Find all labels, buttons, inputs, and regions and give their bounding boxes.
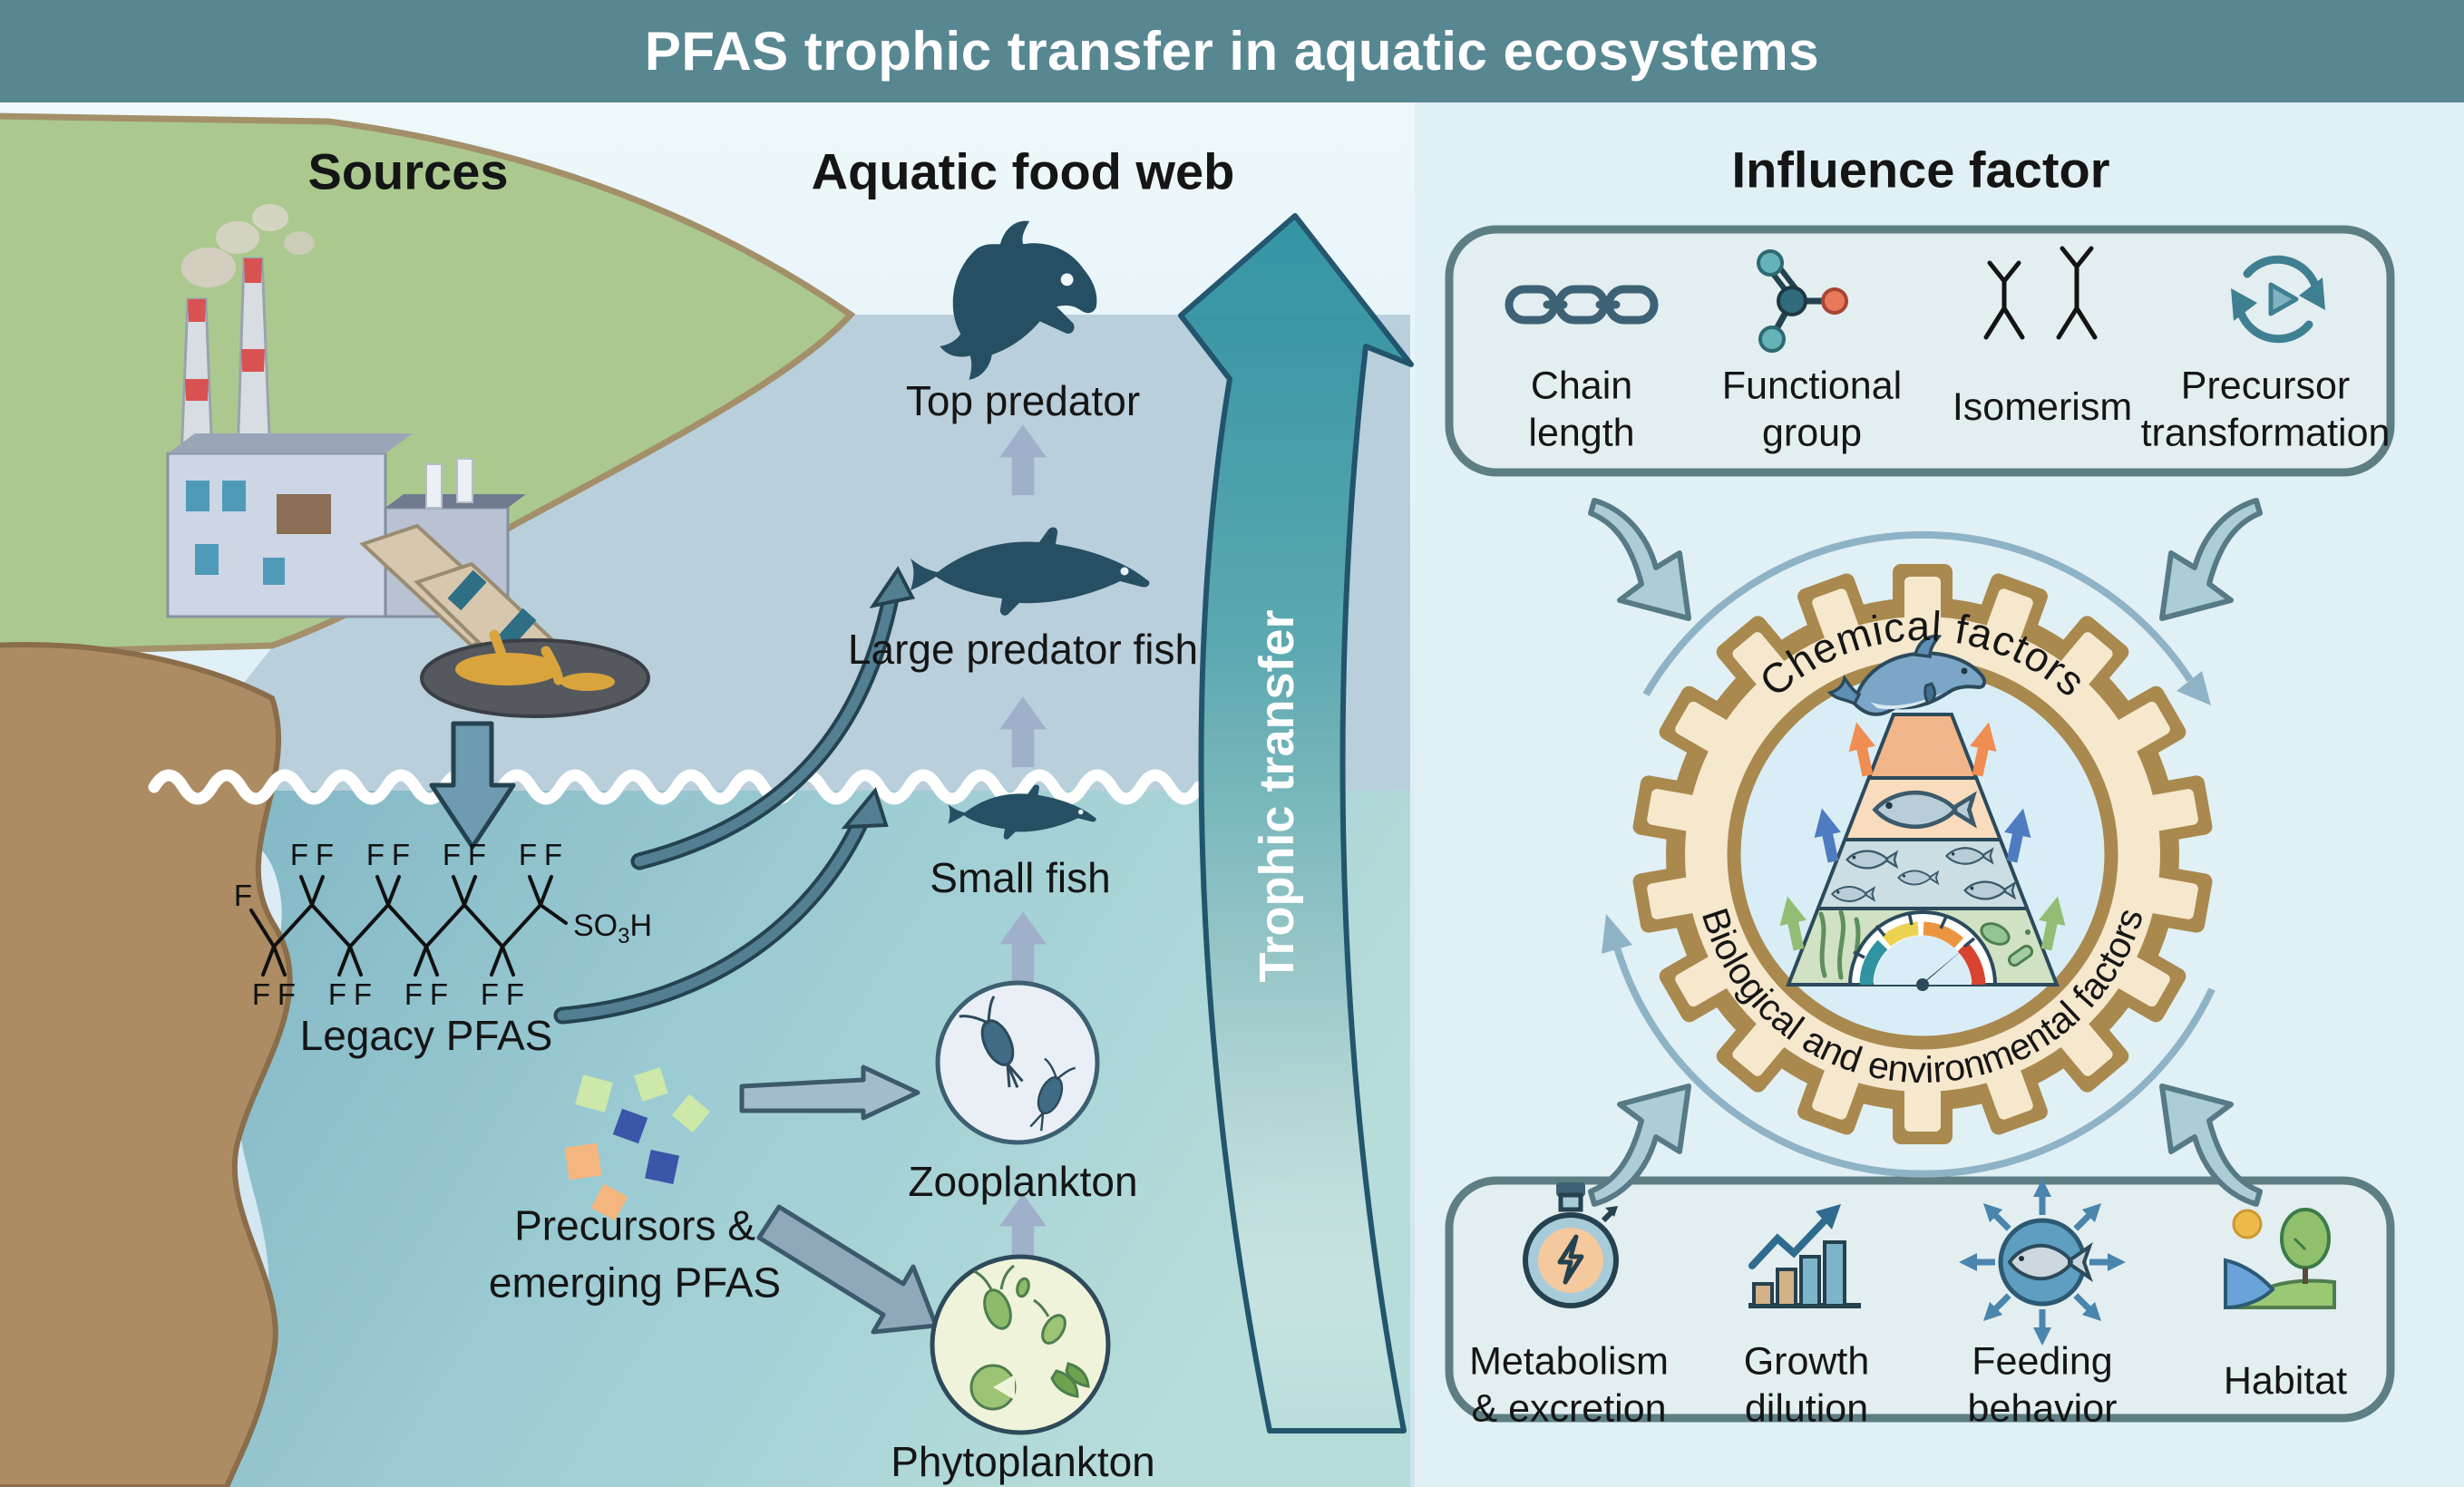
fluorine-label: F [233,879,253,912]
water-surface-wave [148,769,1205,805]
brown-land [0,641,293,1487]
pfas-particles-icon [564,1067,711,1221]
growth-chart-icon [1748,1204,1861,1308]
factor-feeding-behavior: Feeding behavior [1967,1339,2118,1430]
influence-heading: Influence factor [1731,141,2110,199]
food-web-heading: Aquatic food web [811,142,1235,200]
trophic-transfer-arrow [1178,213,1414,1434]
level-label-small-fish: Small fish [930,854,1111,901]
level-label-large-predator-fish: Large predator fish [847,626,1199,673]
feeding-fish-icon [1959,1179,2126,1346]
uptake-arrow-to-large-fish [630,566,915,870]
trophic-transfer-label: Trophic transfer [1250,609,1304,983]
legacy-pfas-label: Legacy PFAS [299,1012,553,1059]
branched-isomer-icon [1983,246,2098,340]
molecule-icon [1757,249,1848,353]
level-label-top-predator: Top predator [905,377,1141,424]
factor-functional-group: Functional group [1721,364,1903,454]
chemical-factors-box [1445,225,2395,477]
top-predator-dolphin-icon [940,220,1097,380]
bio-env-factors-box [1445,1176,2395,1423]
pyramid-dolphin-icon [1826,634,1987,716]
factor-metabolism-excretion: Metabolism & excretion [1469,1339,1669,1430]
level-label-zooplankton: Zooplankton [908,1158,1138,1205]
chain-icon [1505,285,1659,325]
swoop-arrow-top-right [2162,501,2260,618]
title-banner: PFAS trophic transfer in aquatic ecosyst… [0,0,2464,102]
level-label-phytoplankton: Phytoplankton [891,1438,1155,1485]
factor-chain-length: Chain length [1528,364,1635,454]
uptake-arrow-to-small-fish [553,786,889,1025]
pfas-structure-icon [249,875,568,977]
trophic-pyramid-gauge-icon [1774,634,2071,991]
factory-icon [166,204,568,675]
arrow-to-zooplankton [739,1064,920,1121]
sources-heading: Sources [307,142,509,200]
factor-precursor-transformation: Precursor transformation [2140,364,2391,454]
transformation-cycle-icon [2231,255,2325,344]
factor-isomerism: Isomerism [1952,385,2133,430]
precursors-label: Precursors & emerging PFAS [488,1201,782,1307]
phytoplankton-icon [930,1254,1111,1435]
factor-growth-dilution: Growth dilution [1743,1339,1870,1430]
zooplankton-icon [935,980,1100,1145]
so3h-label: SO3H [573,909,653,948]
cycle-arc-arrows [1602,530,2216,1178]
effluent-discharge-icon [420,629,650,718]
swoop-arrow-top-left [1591,501,1689,618]
factor-habitat: Habitat [2223,1359,2348,1404]
arrow-to-phytoplankton [756,1204,939,1335]
page-title: PFAS trophic transfer in aquatic ecosyst… [644,21,1820,82]
habitat-landscape-icon [2224,1208,2336,1310]
discharge-down-arrow [429,721,516,850]
stopwatch-energy-icon [1523,1182,1619,1308]
